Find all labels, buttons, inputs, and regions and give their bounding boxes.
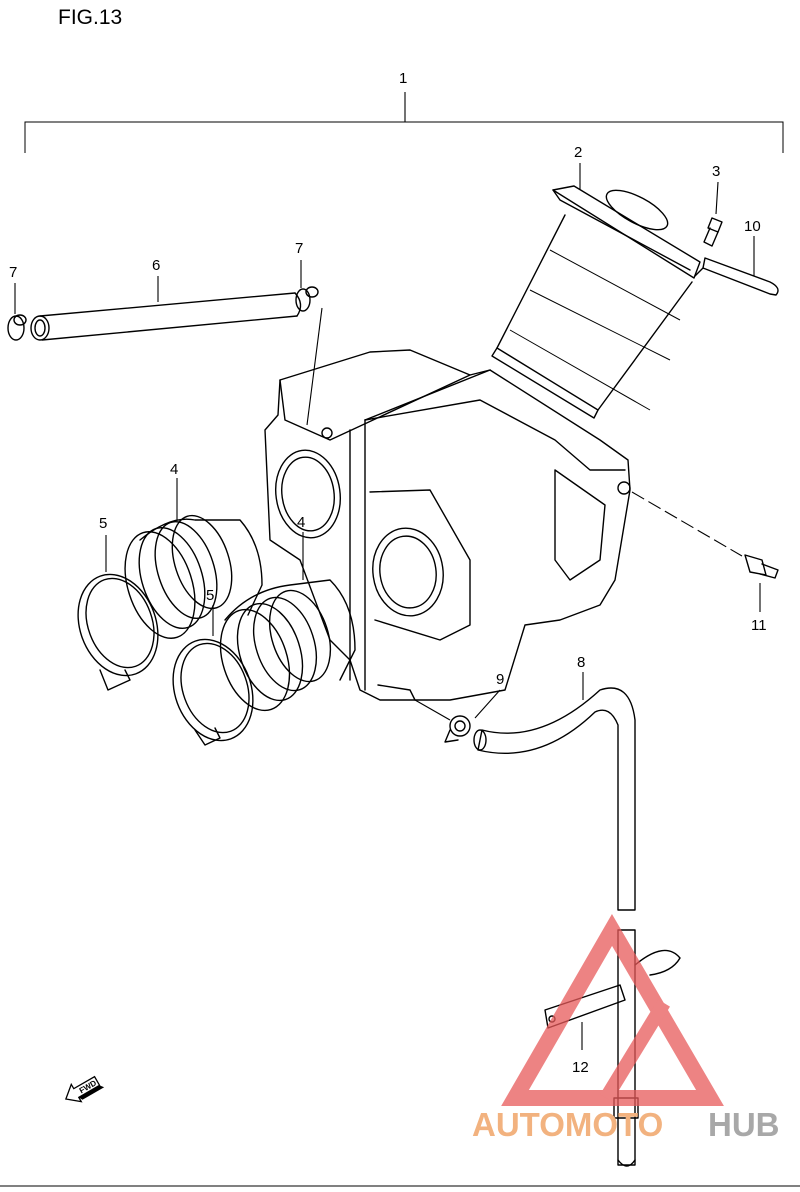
callout-2: 2 [574,144,582,161]
forward-arrow-icon: FWD [64,1075,105,1103]
figure-title: FIG.13 [58,6,122,29]
callout-7-left: 7 [9,264,17,281]
watermark-text: AUTOMOTO HUB [472,1106,780,1143]
part-clamp-right [295,260,323,426]
callout-10: 10 [744,218,761,235]
callout-labels: 1 2 3 4 4 5 5 6 7 7 8 9 10 11 12 [9,70,767,1076]
callout-1: 1 [399,70,407,87]
part-hose-clamp-upper [77,535,159,691]
callout-4-lower: 4 [297,514,305,531]
part-boot-lower [219,532,356,712]
callout-8: 8 [577,654,585,671]
part-tube [30,276,302,341]
callout-9: 9 [496,671,504,688]
part-bolt-side [631,491,779,612]
part-hose-clip [444,689,501,743]
callout-4-upper: 4 [170,461,178,478]
callout-6: 6 [152,257,160,274]
watermark-text-b: HUB [708,1106,780,1143]
callout-7-right: 7 [295,240,303,257]
callout-3: 3 [712,163,720,180]
assembly-bracket [24,92,784,153]
part-air-cleaner-case [264,349,631,721]
part-boot-upper [124,478,263,639]
watermark-text-a: AUTOMOTO [472,1106,663,1143]
callout-5-lower: 5 [206,587,214,604]
part-breather-hose [473,672,636,911]
part-screw-top [703,181,723,247]
watermark-logo [501,914,724,1106]
part-bracket-plate [694,236,779,296]
part-clamp-left [7,283,27,341]
callout-11: 11 [751,617,767,634]
callout-12: 12 [572,1059,589,1076]
part-hose-clamp-lower [172,605,254,746]
part-filter-element [491,163,701,419]
callout-5-upper: 5 [99,515,107,532]
